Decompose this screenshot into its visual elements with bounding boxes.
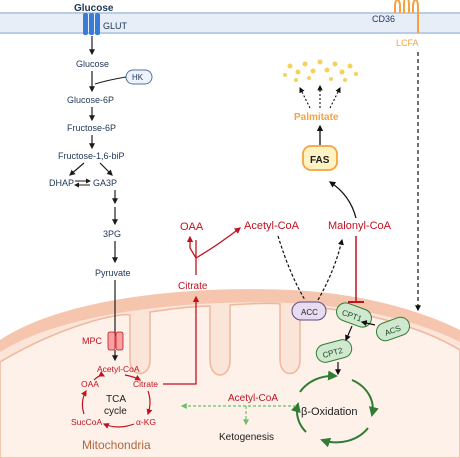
citrate-export-arrow — [163, 295, 200, 385]
fructose16bp-label: Fructose-1,6-biP — [58, 151, 125, 161]
acetylcoa-to-acc-dashed — [277, 235, 306, 301]
tca-cycle-arrows — [81, 371, 153, 429]
cd36-label: CD36 — [372, 14, 395, 24]
fructose6p-label: Fructose-6P — [67, 123, 116, 133]
glucose-top-label: Glucose — [74, 3, 114, 14]
mpc-transporter-left — [107, 331, 116, 351]
acetylcoa-cyto-label: Acetyl-CoA — [244, 220, 300, 232]
palmitate-dashed-right — [329, 87, 341, 109]
oaa-cyto-label: OAA — [180, 221, 204, 233]
glut-transporter — [83, 13, 100, 35]
citrate-mito-label: Citrate — [133, 379, 158, 389]
3pg-label: 3PG — [103, 229, 121, 239]
acs-enzyme — [375, 316, 411, 342]
ga3p-label: GA3P — [93, 178, 117, 188]
acc-enzyme — [291, 301, 327, 321]
glucose6p-label: Glucose-6P — [67, 95, 114, 105]
palmitate-label: Palmitate — [294, 112, 339, 123]
citrate-cyto-label: Citrate — [178, 281, 208, 292]
lcfa-label: LCFA — [396, 38, 419, 48]
mpc-label: MPC — [82, 336, 103, 346]
citrate-to-acetylcoa-arrow — [195, 227, 242, 259]
cpt2-enzyme — [315, 339, 353, 363]
beta-oxidation-label: β-Oxidation — [301, 406, 357, 418]
beta-oxidation-cycle — [291, 370, 379, 448]
tca-label: TCA — [106, 394, 126, 405]
plasma-membrane — [0, 12, 460, 34]
palmitate-dashed-left — [299, 87, 311, 109]
acetylcoa-mito-label: Acetyl-CoA — [97, 364, 140, 374]
cycle-label: cycle — [104, 406, 127, 417]
glut-label: GLUT — [103, 21, 128, 31]
mitochondria-label: Mitochondria — [82, 438, 151, 452]
oaa-mito-label: OAA — [81, 379, 99, 389]
fas-label: FAS — [310, 155, 330, 166]
acs-to-cpt1-arrow — [360, 320, 376, 327]
hk-label: HK — [132, 73, 144, 82]
ketogenesis-label: Ketogenesis — [219, 432, 274, 443]
cpt1-to-cpt2-arrow — [345, 325, 353, 342]
succoa-label: SucCoA — [71, 417, 103, 427]
fatty-acid-droplets — [283, 59, 358, 82]
dhap-label: DHAP — [49, 178, 74, 188]
acc-label: ACC — [301, 308, 318, 317]
glucose-label: Glucose — [76, 59, 109, 69]
glycolysis-arrows — [69, 36, 127, 336]
acc-to-malonylcoa-dashed — [317, 238, 344, 301]
acetylcoa-beta-label: Acetyl-CoA — [228, 393, 278, 404]
malonylcoa-label: Malonyl-CoA — [328, 220, 392, 232]
pyruvate-label: Pyruvate — [95, 268, 131, 278]
akg-label: α-KG — [136, 417, 156, 427]
fas-enzyme — [302, 145, 338, 171]
mpc-transporter-right — [115, 331, 124, 351]
cd36-receptor — [394, 0, 419, 33]
malonylcoa-to-fas-arrow — [328, 181, 357, 219]
citrate-to-oaa-arrow — [186, 235, 197, 259]
